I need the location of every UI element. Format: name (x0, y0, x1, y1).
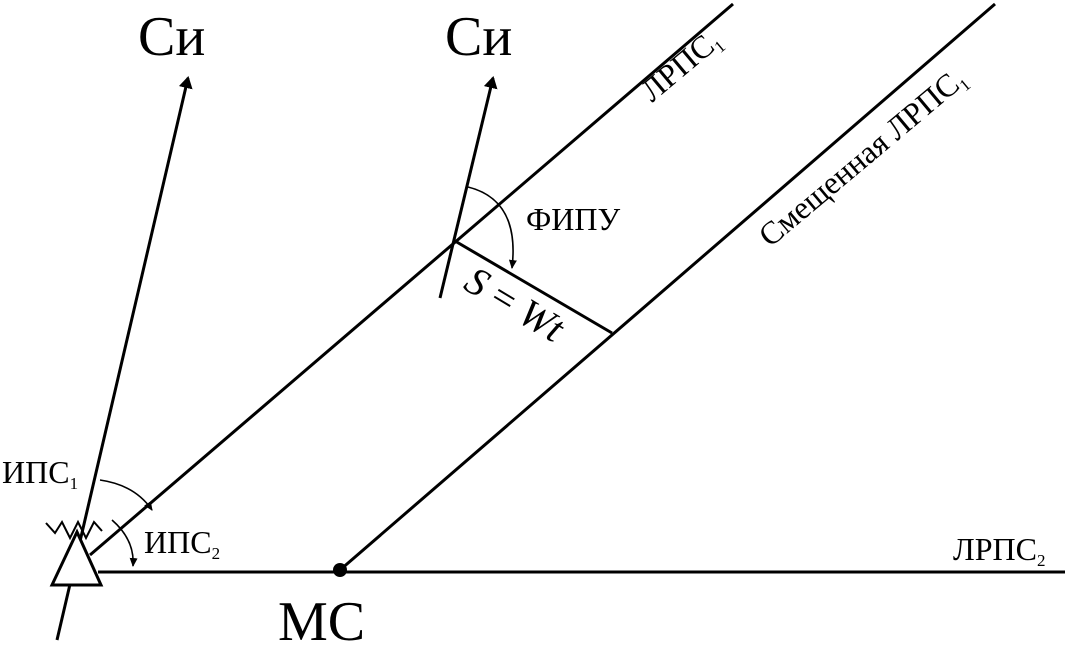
lrps2-label: ЛРПС2 (953, 531, 1045, 570)
lrps1-line (89, 2, 734, 557)
shifted-lrps1-label: Смещенная ЛРПС1 (751, 60, 974, 256)
distance-segment (454, 239, 613, 335)
north-label-1: Си (138, 6, 205, 68)
distance-formula: S = Wt (457, 257, 573, 351)
lrps1-top-label: ЛРПС1 (633, 21, 729, 110)
fipu-angle-arc (467, 186, 517, 269)
ips2-label: ИПС2 (144, 524, 220, 563)
ms-label: МС (278, 591, 365, 645)
north-line-aircraft (438, 76, 498, 299)
ips2-angle-arc (111, 519, 138, 567)
ips1-angle-arc (99, 479, 153, 511)
ips1-label: ИПС1 (2, 454, 78, 493)
north-label-2: Си (445, 6, 512, 68)
antenna-wave-icon (45, 519, 103, 541)
ms-point-marker (333, 563, 347, 577)
radio-station-icon (49, 528, 104, 587)
fipu-label: ФИПУ (526, 201, 621, 237)
shifted-lrps1-line (339, 2, 996, 572)
